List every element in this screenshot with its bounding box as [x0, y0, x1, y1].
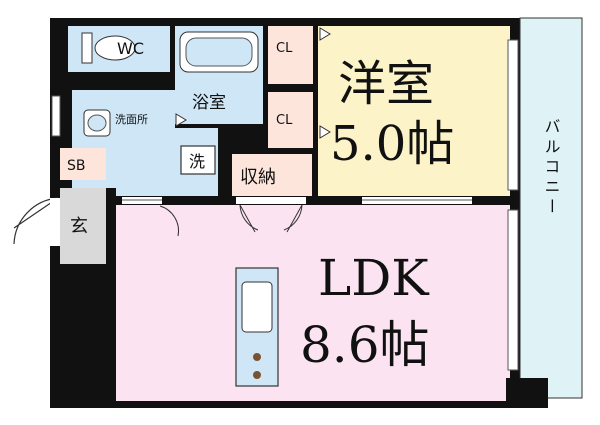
entrance-room — [60, 188, 106, 264]
washbasin-bowl-icon — [87, 114, 107, 132]
kitchen-sink-icon — [241, 281, 273, 333]
closet-1-marker — [319, 27, 331, 41]
storage-door-right-swing — [283, 204, 303, 233]
closet-2 — [268, 92, 313, 148]
balcony-window-lower — [507, 209, 519, 371]
shoe-box-label: SB — [67, 158, 86, 174]
toilet-tank-icon — [81, 32, 93, 64]
partition-wash-right — [218, 128, 226, 202]
toilet-bowl-icon — [94, 35, 136, 61]
partition-closets — [268, 84, 313, 92]
balcony-label: バルコニー — [542, 118, 561, 218]
bathtub-inner-icon — [185, 37, 253, 67]
entrance-door-gap — [50, 198, 60, 246]
storage-door-opening — [236, 197, 306, 204]
partition-ldk-top — [116, 196, 510, 205]
closet-2-marker — [319, 125, 331, 139]
western-room — [318, 26, 510, 196]
wc-label: WC — [117, 39, 144, 58]
partition-closet-bottom — [228, 148, 313, 154]
partition-bath-right — [263, 26, 268, 130]
stove-burner-icon — [253, 371, 261, 379]
partition-wc-bottom — [68, 72, 173, 76]
balcony — [519, 17, 583, 399]
partition-west-left — [313, 26, 318, 202]
storage-room — [232, 154, 312, 196]
ldk-size: 8.6帖 — [300, 316, 430, 374]
wash-machine-label: 洗 — [189, 152, 205, 171]
partition-wc-bath — [170, 26, 175, 90]
washing-machine-box — [180, 145, 216, 175]
washroom-marker — [175, 113, 187, 127]
closet-1-label: CL — [276, 41, 293, 56]
partition-storage-left — [226, 148, 232, 202]
partition-bath-bottom — [175, 124, 221, 128]
closet-2-label: CL — [276, 113, 293, 128]
bath-label: 浴室 — [192, 93, 226, 113]
balcony-window-upper — [507, 39, 519, 191]
storage-door-left-swing — [239, 204, 259, 233]
washroom-label: 洗面所 — [115, 113, 148, 126]
ldk-name: LDK — [318, 249, 430, 307]
entrance-label: 玄 — [70, 216, 88, 237]
western-room-size: 5.0帖 — [330, 116, 454, 172]
left-window — [51, 95, 61, 137]
closet-1 — [268, 26, 313, 84]
western-room-name: 洋室 — [338, 56, 434, 112]
shoe-box — [60, 148, 106, 180]
balcony-corner-block — [506, 378, 548, 408]
washroom-door-swing — [159, 205, 179, 237]
storage-label: 収納 — [240, 167, 276, 188]
ldk-room — [116, 205, 510, 401]
partition-entry-right — [106, 188, 116, 268]
stove-burner-icon — [253, 353, 261, 361]
